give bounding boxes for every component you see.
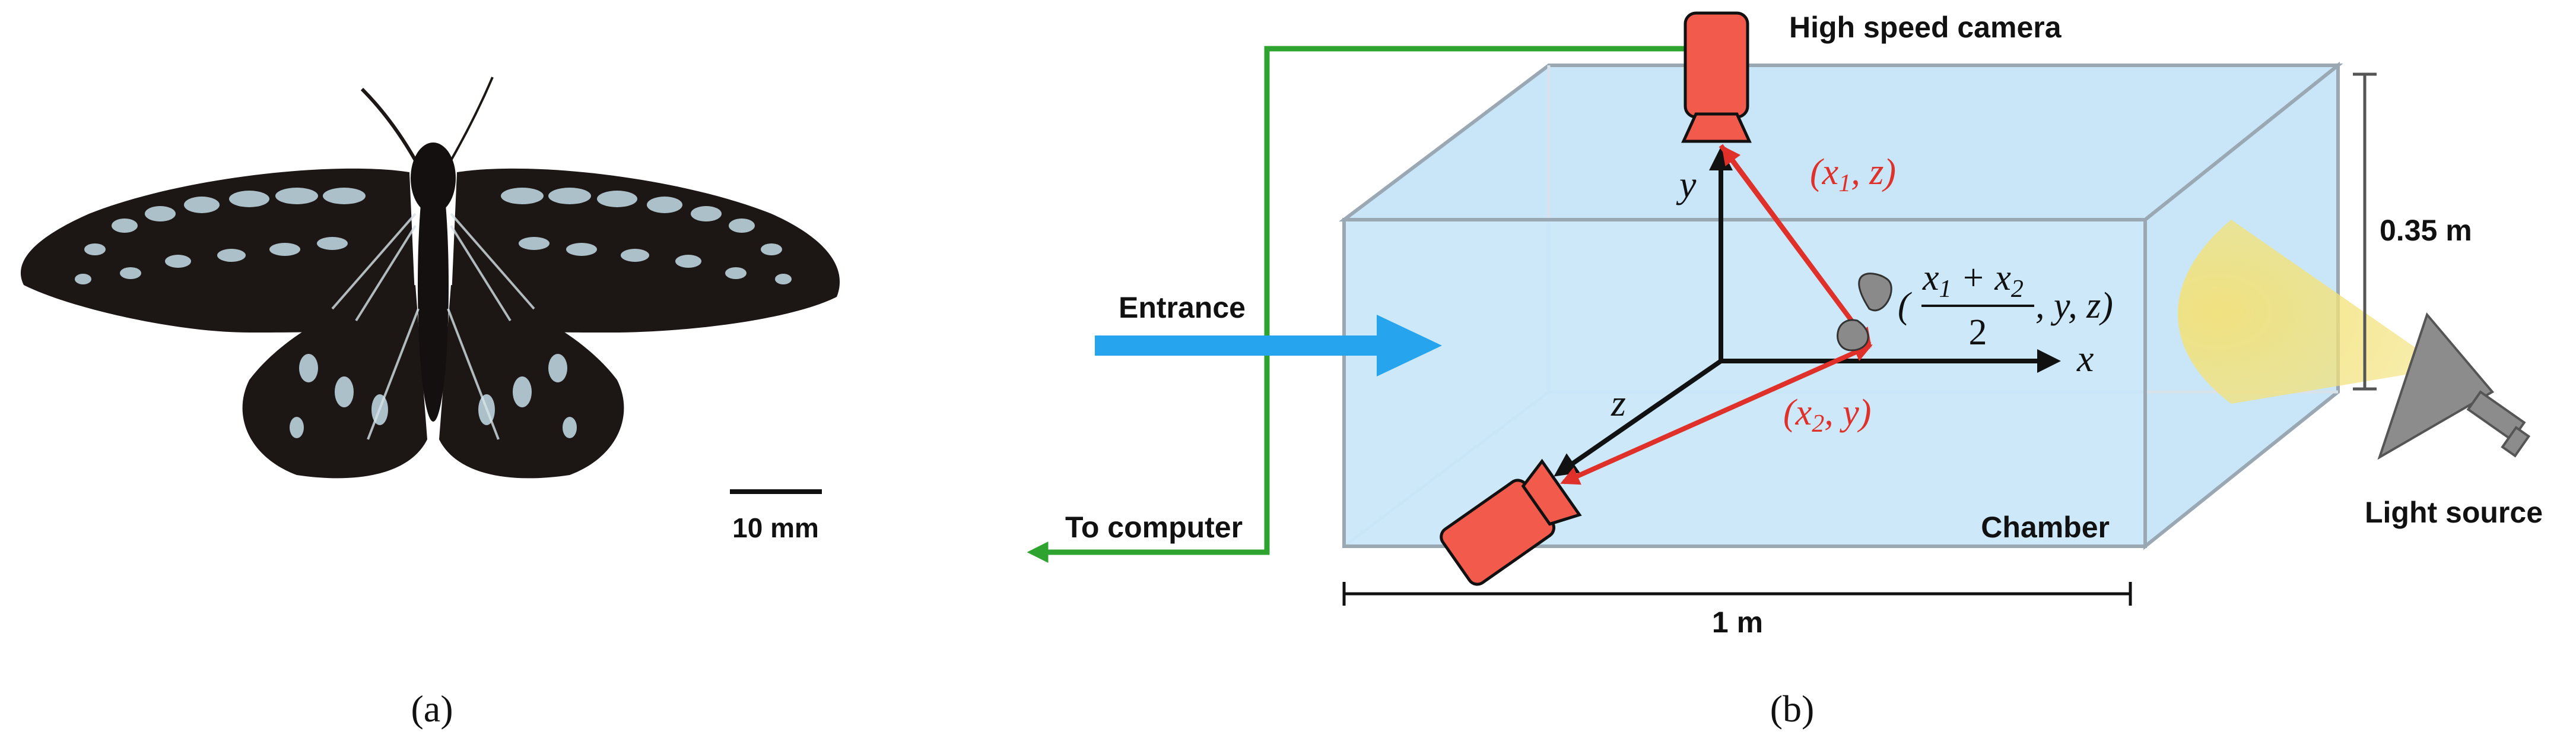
front-camera-coordinate: (x2, y) <box>1783 392 1871 438</box>
axis-z <box>1554 359 1723 477</box>
svg-text:, y, z): , y, z) <box>2035 286 2113 326</box>
butterfly-icon <box>20 77 840 479</box>
spotlight-icon <box>2377 312 2531 460</box>
axis-x-label: x <box>2076 337 2094 379</box>
chamber-label: Chamber <box>1981 511 2110 544</box>
panel-b-caption: (b) <box>1770 688 1815 730</box>
camera-cable <box>1027 46 1688 563</box>
scale-bar-label: 10 mm <box>732 512 819 543</box>
svg-text:(: ( <box>1898 286 1912 326</box>
butterfly-icon <box>1837 273 1892 352</box>
panel-b: Light source 0.35 m 1 m To computer Entr… <box>1027 11 2543 730</box>
camera-icon <box>1681 11 1752 143</box>
midpoint-coordinate: ( x1 + x2 2 , y, z) <box>1898 258 2113 353</box>
entrance-label: Entrance <box>1119 291 1246 324</box>
top-camera-coordinate: (x1, z) <box>1810 152 1896 197</box>
axis-y-label: y <box>1676 163 1697 205</box>
panel-a: 10 mm (a) <box>20 77 840 730</box>
panel-a-caption: (a) <box>411 688 453 730</box>
high-speed-camera-label: High speed camera <box>1789 11 2062 44</box>
width-label: 1 m <box>1712 606 1763 639</box>
light-source-label: Light source <box>2365 496 2543 529</box>
height-label: 0.35 m <box>2380 214 2472 247</box>
entrance-arrow <box>1095 315 1442 376</box>
axis-z-label: z <box>1611 382 1626 424</box>
svg-text:x1 + x2: x1 + x2 <box>1922 258 2024 303</box>
svg-text:2: 2 <box>1969 312 1987 353</box>
chamber-front-face <box>1342 218 2147 548</box>
light-cone <box>2178 220 2445 404</box>
camera-icon <box>1440 458 1582 586</box>
to-computer-label: To computer <box>1065 511 1243 544</box>
